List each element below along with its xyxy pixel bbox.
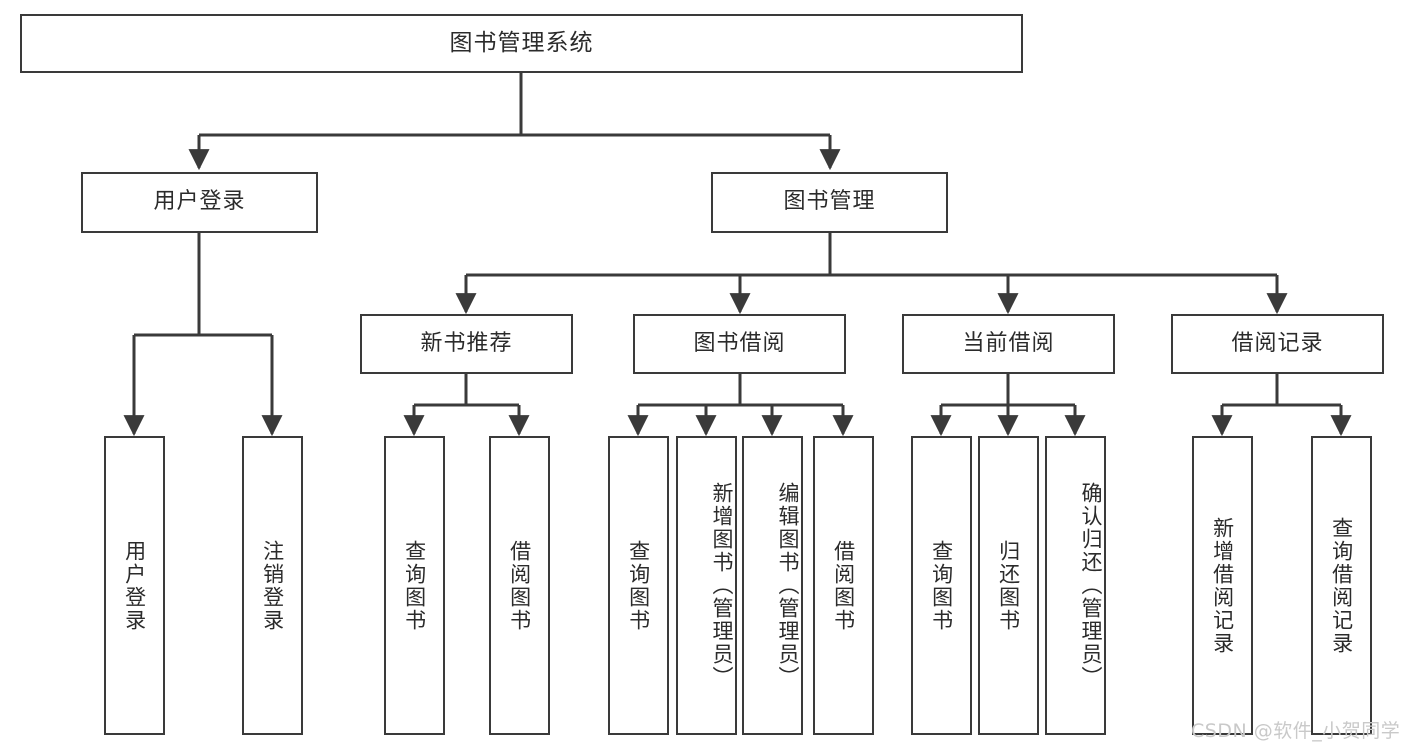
leaf-query-borrow-record[interactable]: 查询借阅记录: [1311, 436, 1372, 735]
leaf-user-logout[interactable]: 注销登录: [242, 436, 303, 735]
leaf-edit-book[interactable]: 编辑图书（管理员）: [742, 436, 803, 735]
leaf-query-book-1[interactable]: 查询图书: [384, 436, 445, 735]
node-root-system[interactable]: 图书管理系统: [20, 14, 1023, 73]
leaf-add-borrow-record[interactable]: 新增借阅记录: [1192, 436, 1253, 735]
leaf-label: 编辑图书（管理员）: [776, 482, 800, 689]
csdn-watermark: CSDN @软件_小贺同学: [1191, 720, 1401, 742]
leaf-label: 查询图书: [929, 539, 954, 632]
leaf-label: 借阅图书: [831, 539, 856, 632]
leaf-borrow-book-1[interactable]: 借阅图书: [489, 436, 550, 735]
node-new-book-recommend[interactable]: 新书推荐: [360, 314, 573, 374]
node-book-borrow[interactable]: 图书借阅: [633, 314, 846, 374]
leaf-label: 查询借阅记录: [1329, 516, 1354, 655]
leaf-label: 归还图书: [996, 539, 1021, 632]
leaf-user-login[interactable]: 用户登录: [104, 436, 165, 735]
leaf-label: 注销登录: [260, 539, 285, 632]
leaf-label: 新增借阅记录: [1210, 516, 1235, 655]
leaf-label: 借阅图书: [507, 539, 532, 632]
leaf-query-book-3[interactable]: 查询图书: [911, 436, 972, 735]
leaf-borrow-book-2[interactable]: 借阅图书: [813, 436, 874, 735]
leaf-query-book-2[interactable]: 查询图书: [608, 436, 669, 735]
node-current-borrow[interactable]: 当前借阅: [902, 314, 1115, 374]
node-book-manage[interactable]: 图书管理: [711, 172, 948, 233]
leaf-label: 查询图书: [402, 539, 427, 632]
node-borrow-record[interactable]: 借阅记录: [1171, 314, 1384, 374]
leaf-label: 新增图书（管理员）: [710, 482, 734, 689]
leaf-add-book[interactable]: 新增图书（管理员）: [676, 436, 737, 735]
leaf-confirm-return[interactable]: 确认归还（管理员）: [1045, 436, 1106, 735]
leaf-return-book[interactable]: 归还图书: [978, 436, 1039, 735]
leaf-label: 确认归还（管理员）: [1079, 482, 1103, 689]
leaf-label: 用户登录: [122, 539, 147, 632]
node-user-login[interactable]: 用户登录: [81, 172, 318, 233]
leaf-label: 查询图书: [626, 539, 651, 632]
